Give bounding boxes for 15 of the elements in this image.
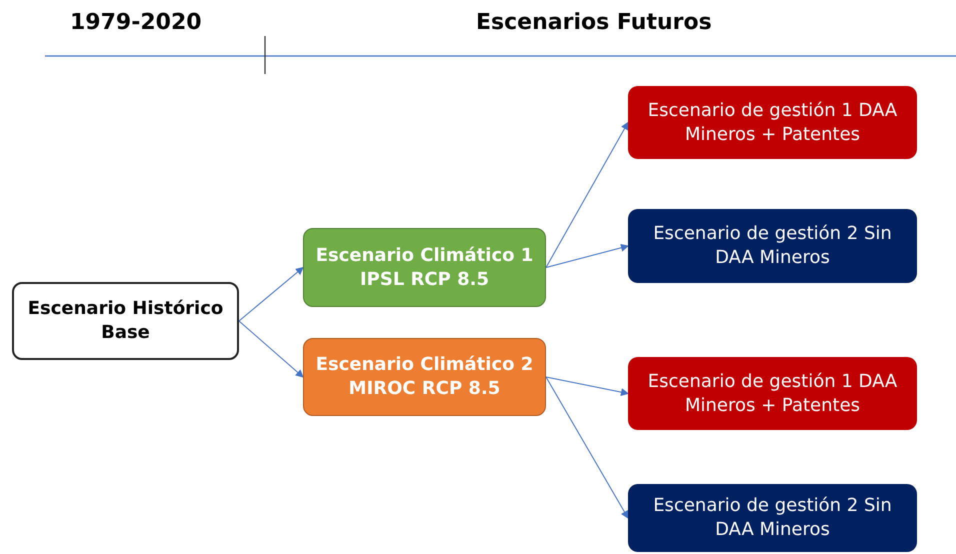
- arrow: [238, 266, 304, 322]
- management-scenario-box: Escenario de gestión 1 DAA Mineros + Patentes: [628, 357, 917, 430]
- base-scenario-box: Escenario Histórico Base: [12, 282, 239, 360]
- climate-scenario-box: Escenario Climático 1 IPSL RCP 8.5: [303, 228, 546, 307]
- arrow: [238, 320, 304, 378]
- arrow: [546, 376, 628, 519]
- timeline-heading: 1979-2020: [70, 9, 202, 37]
- climate-scenario-box: Escenario Climático 2 MIROC RCP 8.5: [303, 338, 546, 416]
- management-scenario-box: Escenario de gestión 2 Sin DAA Mineros: [628, 209, 917, 283]
- management-scenario-box: Escenario de gestión 1 DAA Mineros + Patentes: [628, 86, 917, 159]
- arrow: [546, 376, 629, 396]
- management-scenario-box: Escenario de gestión 2 Sin DAA Mineros: [628, 484, 917, 552]
- arrow: [546, 122, 628, 268]
- timeline-heading: Escenarios Futuros: [476, 9, 712, 37]
- arrow: [546, 244, 629, 268]
